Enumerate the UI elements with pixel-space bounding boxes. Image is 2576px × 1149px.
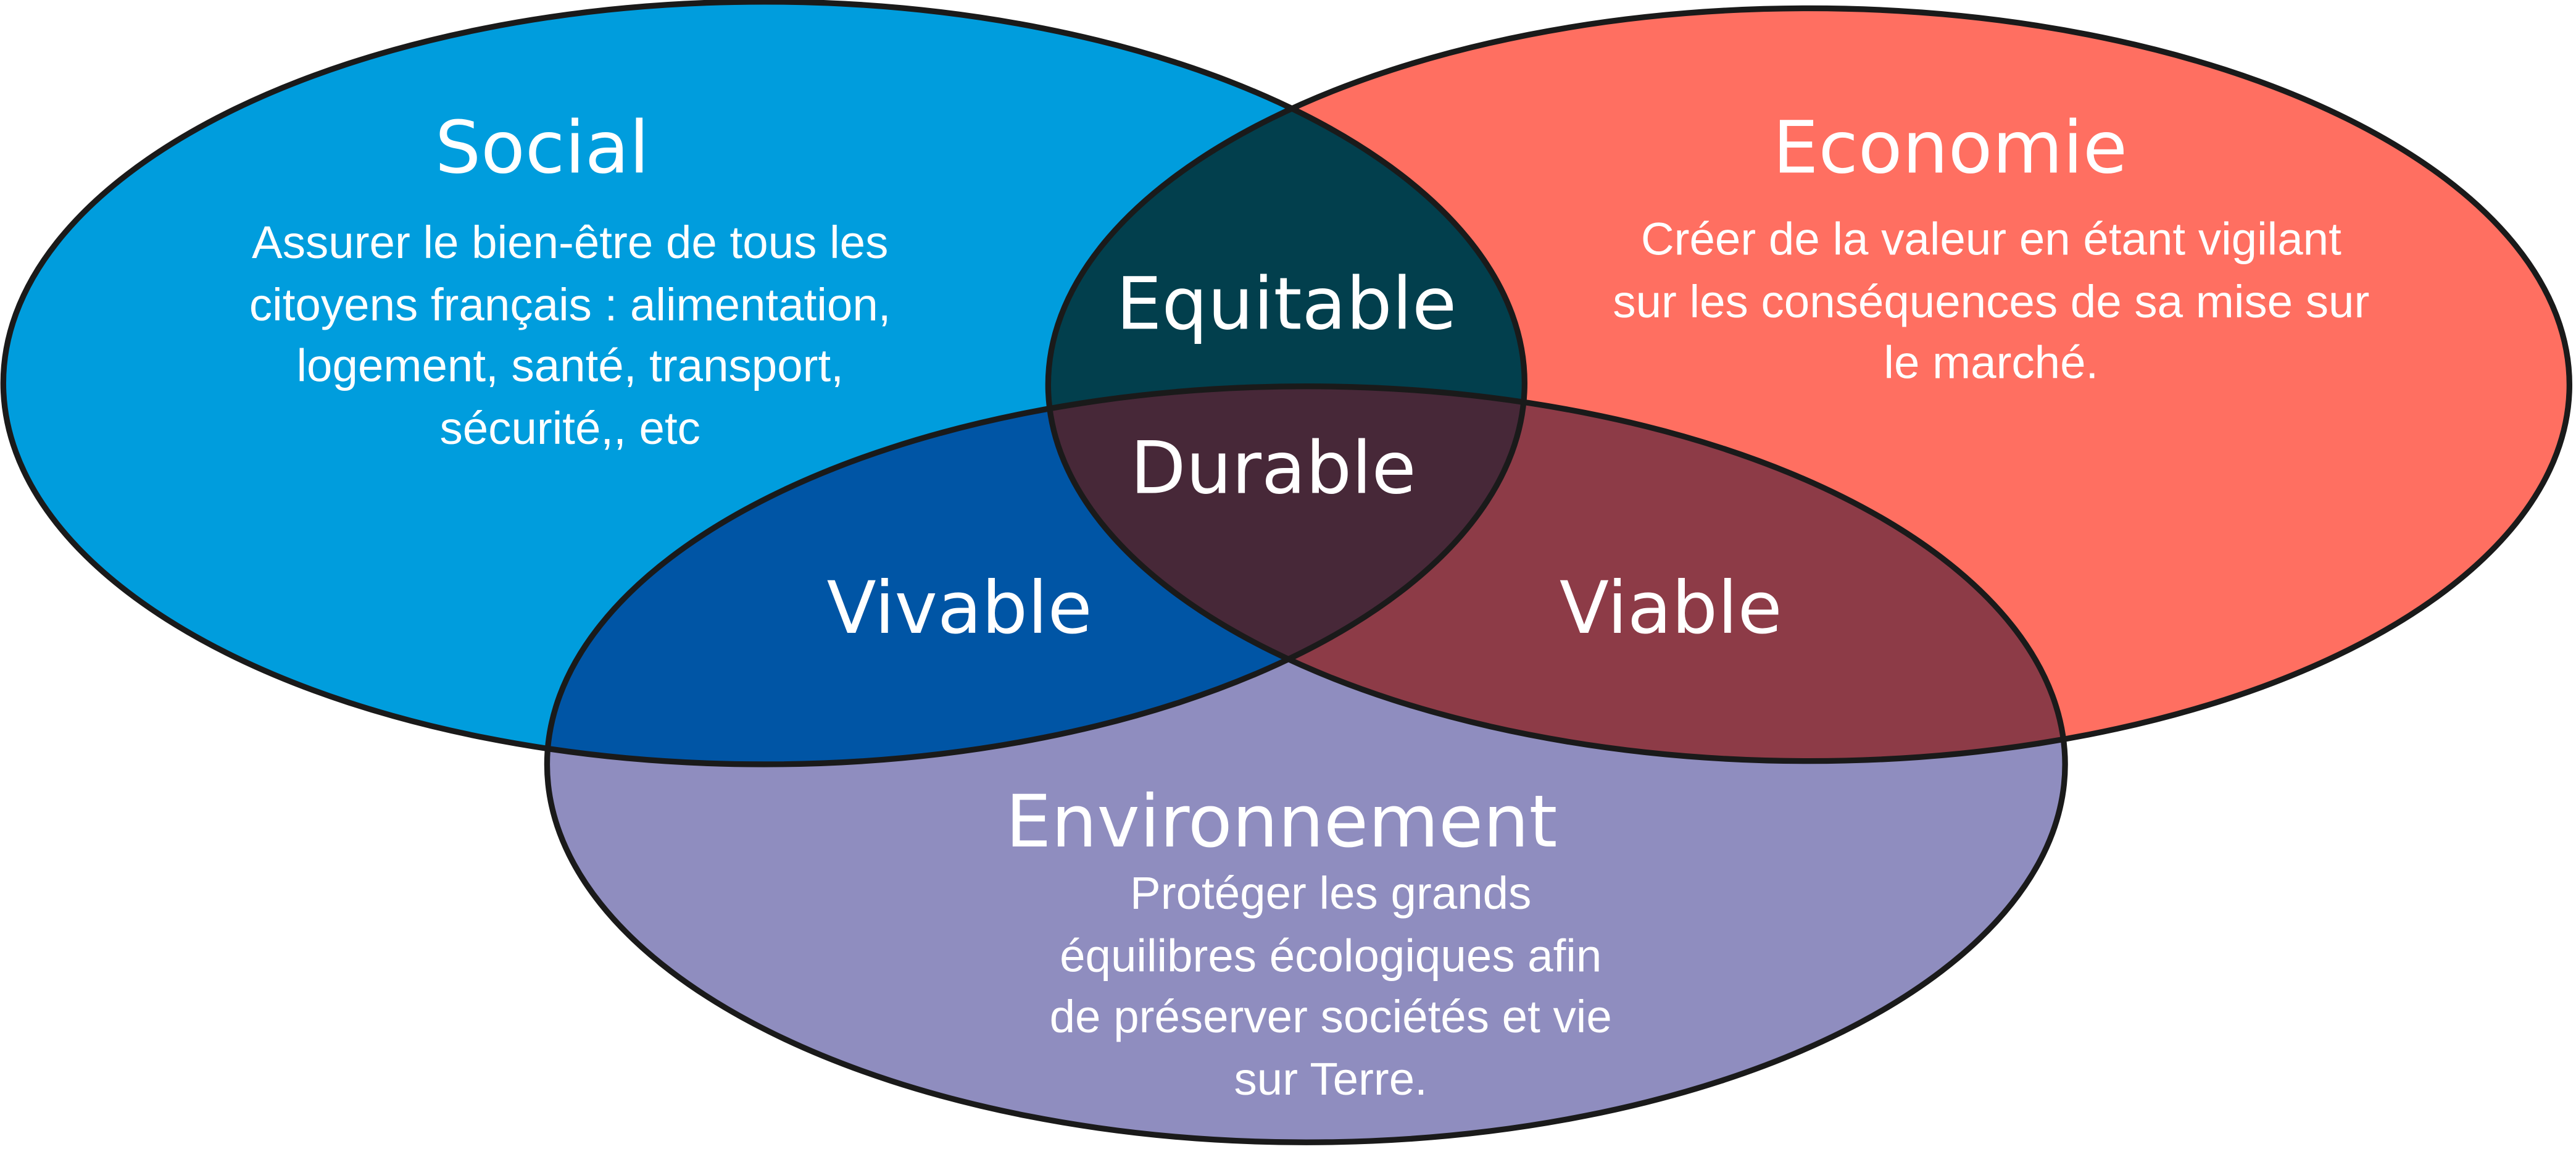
environnement-title: Environnement — [1005, 779, 1557, 864]
environnement-outline — [544, 383, 2068, 1145]
economie-text-line: sur les conséquences de sa mise sur — [1613, 276, 2369, 327]
vivable-label: Vivable — [827, 566, 1092, 650]
economie-outline — [1045, 5, 2573, 764]
equitable-label: Equitable — [1116, 262, 1456, 346]
durable-label: Durable — [1130, 426, 1416, 511]
environnement-text-line: équilibres écologiques afin — [1060, 930, 1602, 981]
social-outline — [1, 0, 1527, 767]
environnement-text-line: de préserver sociétés et vie — [1050, 991, 1612, 1042]
social-text-line: sécurité,, etc — [439, 403, 700, 454]
environnement-text-line: Protéger les grands — [1130, 867, 1531, 919]
economie-text-line: le marché. — [1884, 336, 2098, 388]
social-text-line: Assurer le bien-être de tous les — [252, 217, 888, 268]
viable-label: Viable — [1560, 566, 1782, 650]
economie-title: Economie — [1772, 106, 2127, 190]
social-text-line: logement, santé, transport, — [297, 340, 844, 391]
environnement-text-line: sur Terre. — [1234, 1053, 1427, 1105]
economie-text-line: Créer de la valeur en étant vigilant — [1641, 214, 2341, 265]
social-text-line: citoyens français : alimentation, — [249, 279, 891, 330]
viable-region — [1048, 386, 2066, 761]
social-title: Social — [435, 106, 649, 190]
